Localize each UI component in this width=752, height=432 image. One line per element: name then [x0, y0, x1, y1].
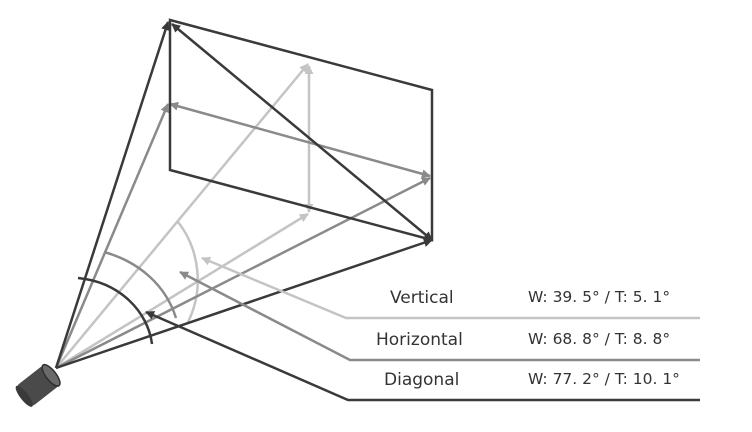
horizontal-ray-right: [55, 176, 431, 370]
camera-icon: [15, 363, 61, 407]
vertical-leader: [201, 256, 700, 320]
diagonal-rays: [54, 18, 434, 370]
vertical-ray-top: [55, 63, 309, 369]
horizontal-ray-left: [54, 103, 170, 369]
diagonal-angle-arc: [77, 276, 154, 345]
vertical-rays: [55, 63, 314, 370]
horizontal-value: W: 68. 8° / T: 8. 8°: [528, 330, 671, 348]
vertical-value: W: 39. 5° / T: 5. 1°: [528, 288, 671, 306]
horizontal-label: Horizontal: [376, 330, 463, 350]
horizontal-measure-arrow: [169, 101, 431, 179]
diagonal-value: W: 77. 2° / T: 10. 1°: [528, 370, 680, 388]
diagonal-ray-top: [54, 21, 170, 369]
diagonal-leader: [145, 310, 700, 402]
diagonal-measure-arrow: [171, 23, 433, 241]
diagonal-label: Diagonal: [384, 370, 460, 390]
horizontal-angle-arc: [103, 250, 178, 319]
leader-lines: [145, 256, 700, 402]
projection-frame: [168, 18, 434, 242]
horizontal-leader: [179, 270, 700, 362]
vertical-label: Vertical: [390, 288, 454, 308]
vertical-ray-bottom: [55, 212, 309, 370]
